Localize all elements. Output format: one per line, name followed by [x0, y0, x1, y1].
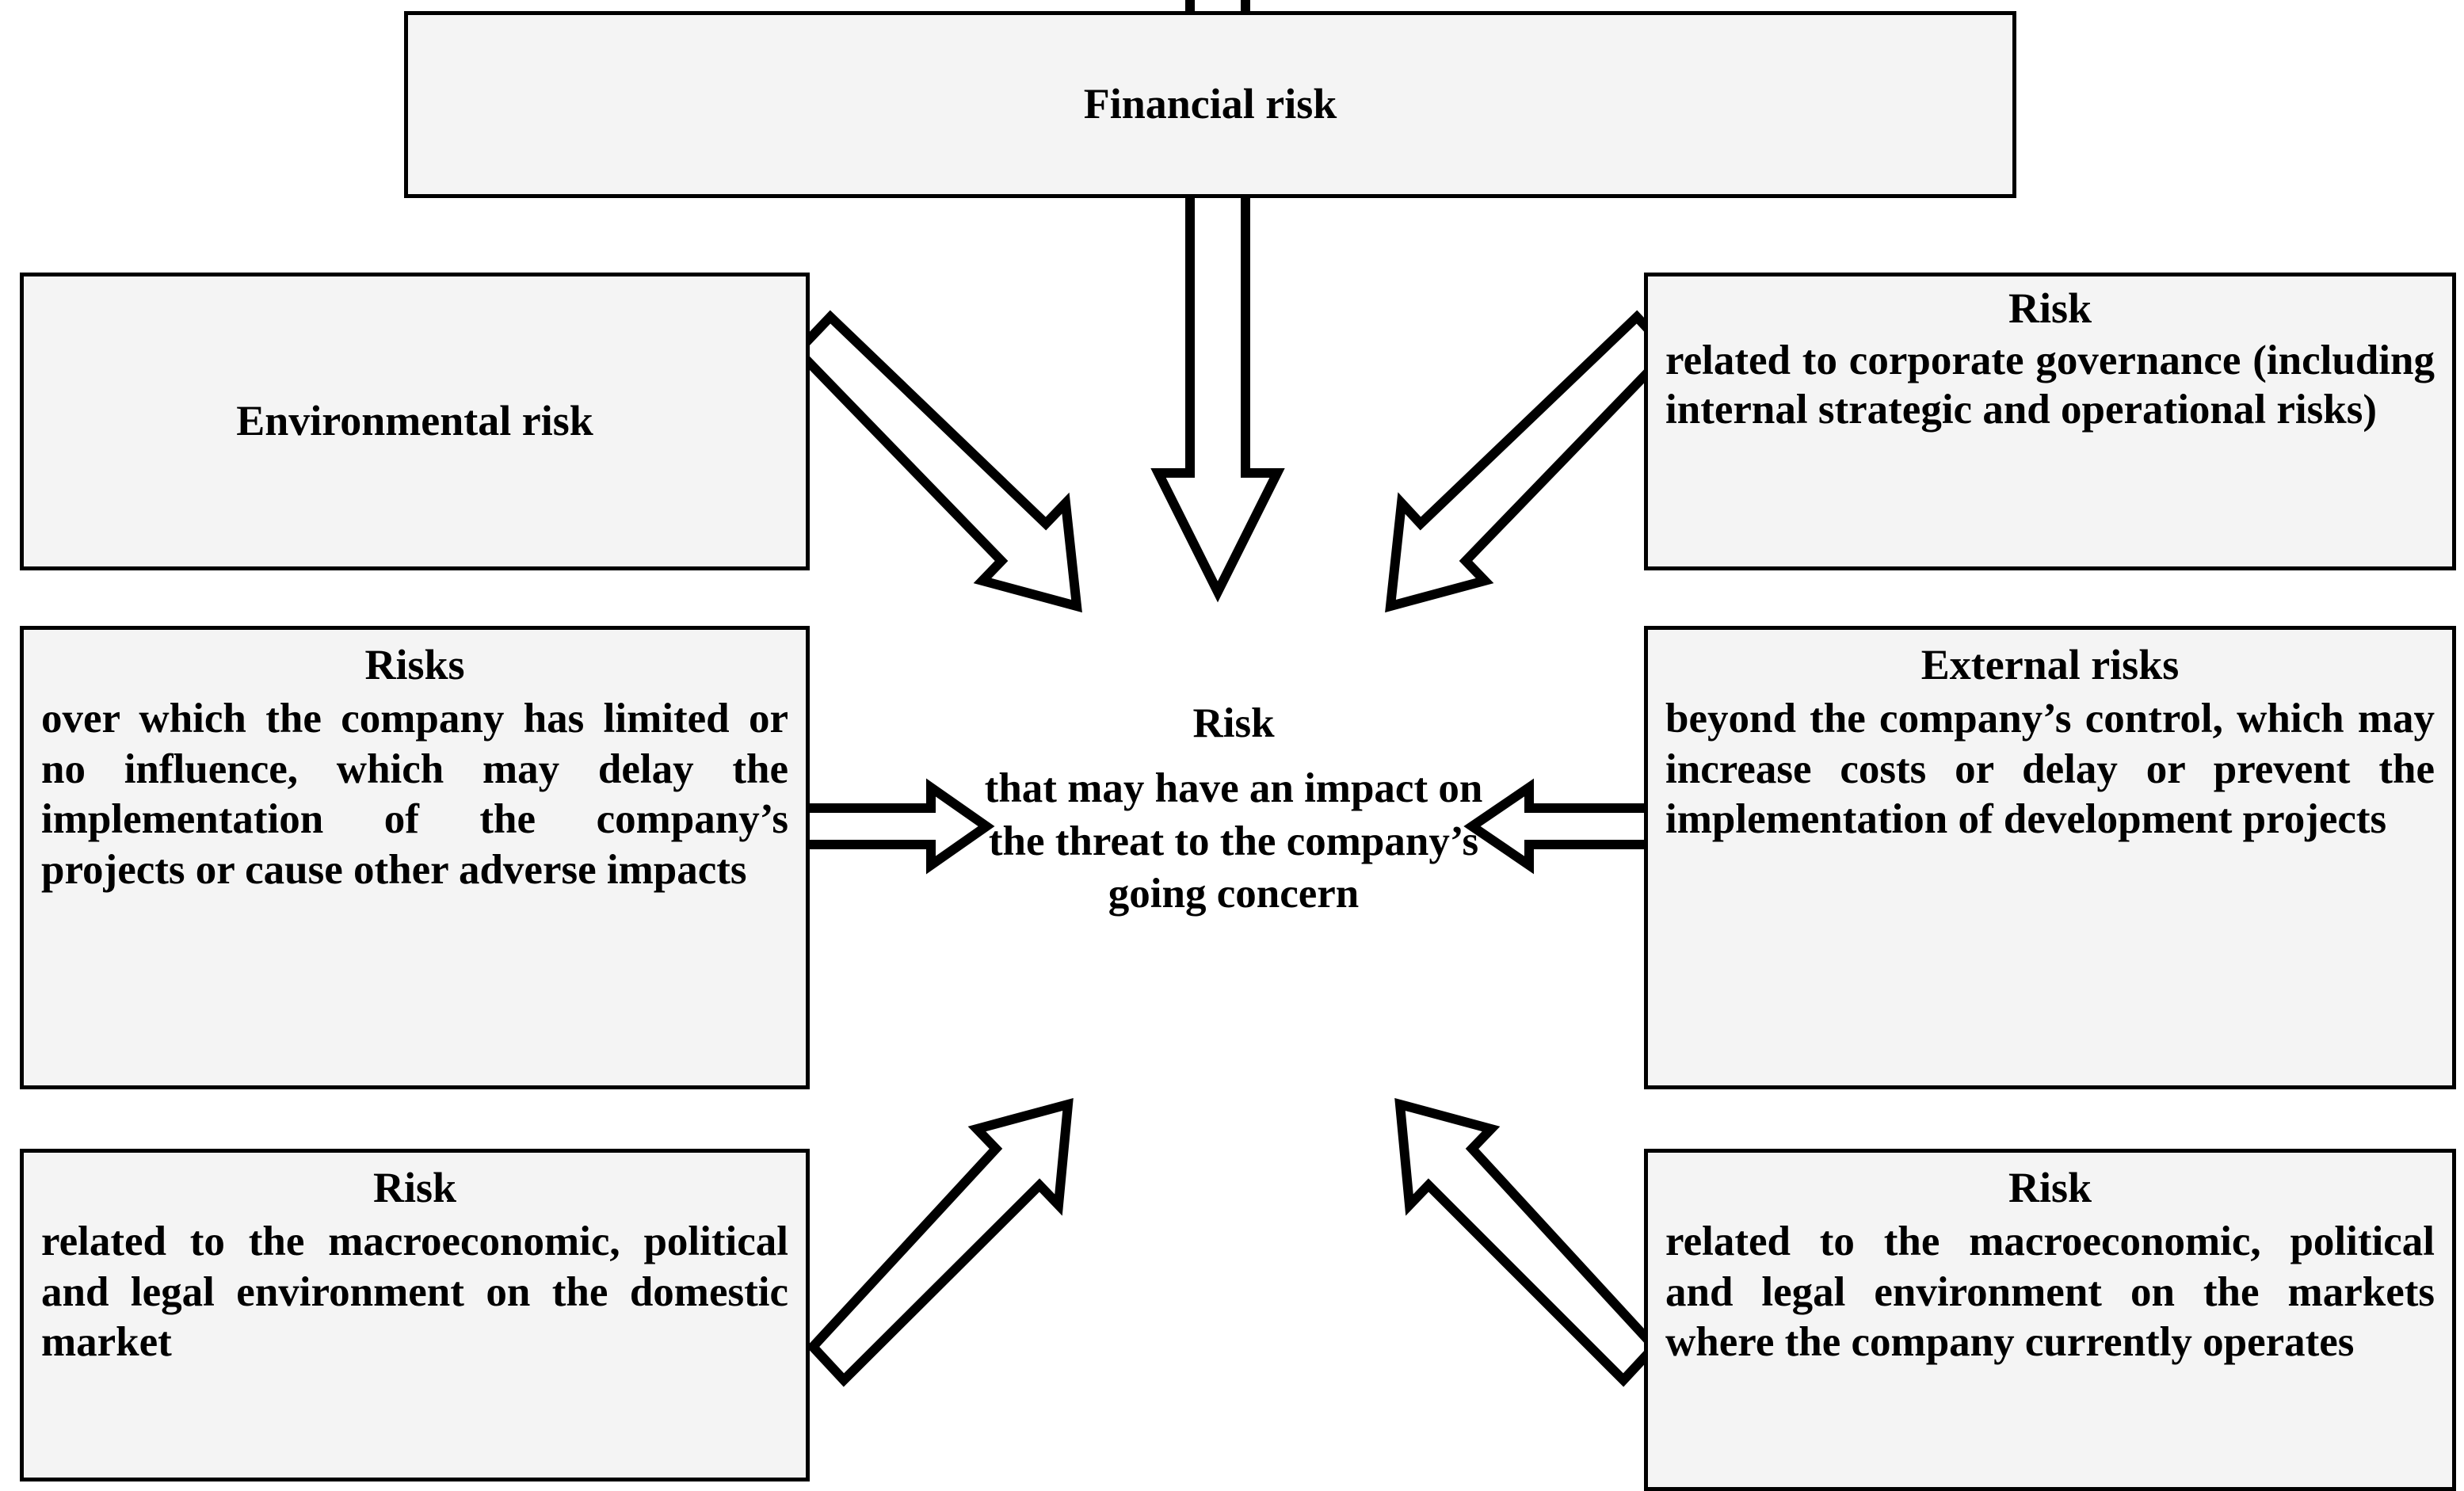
box-external-risks-title: External risks	[1920, 641, 2180, 688]
arrow-external-left	[1463, 778, 1676, 875]
centre-risk-label: Risk that may have an impact on the thre…	[976, 697, 1491, 920]
arrow-environmental-down-right	[791, 310, 1082, 613]
box-governance-risk[interactable]: Risk related to corporate governance (in…	[1644, 273, 2456, 570]
box-external-risks[interactable]: External risks beyond the company’s cont…	[1644, 626, 2456, 1089]
box-domestic-market-risk[interactable]: Risk related to the macroeconomic, polit…	[20, 1149, 810, 1481]
arrow-markets-up-left	[1394, 1097, 1661, 1387]
box-limited-influence-risks-title: Risks	[364, 641, 465, 688]
box-external-risks-body: beyond the company’s control, which may …	[1665, 696, 2435, 843]
arrow-limited-right	[780, 778, 995, 875]
centre-risk-body: that may have an impact on the threat to…	[984, 765, 1483, 917]
box-limited-influence-risks[interactable]: Risks over which the company has limited…	[20, 626, 810, 1089]
box-governance-risk-title: Risk	[2008, 284, 2092, 332]
box-financial-risk[interactable]: Financial risk	[404, 11, 2016, 198]
box-foreign-markets-risk[interactable]: Risk related to the macroeconomic, polit…	[1644, 1149, 2456, 1491]
box-governance-risk-body: related to corporate governance (includi…	[1665, 337, 2435, 433]
box-domestic-market-risk-body: related to the macroeconomic, political …	[41, 1218, 788, 1366]
box-limited-influence-risks-body: over which the company has limited or no…	[41, 696, 788, 893]
box-foreign-markets-risk-body: related to the macroeconomic, political …	[1665, 1218, 2435, 1366]
centre-risk-title: Risk	[1192, 700, 1275, 746]
arrow-governance-down-left	[1385, 310, 1676, 613]
box-environmental-risk-title: Environmental risk	[236, 397, 593, 445]
box-domestic-market-risk-title: Risk	[372, 1164, 457, 1211]
box-foreign-markets-risk-title: Risk	[2008, 1164, 2092, 1211]
box-financial-risk-title: Financial risk	[1083, 80, 1337, 128]
box-environmental-risk[interactable]: Environmental risk	[20, 273, 810, 570]
arrow-domestic-up-right	[806, 1097, 1074, 1387]
